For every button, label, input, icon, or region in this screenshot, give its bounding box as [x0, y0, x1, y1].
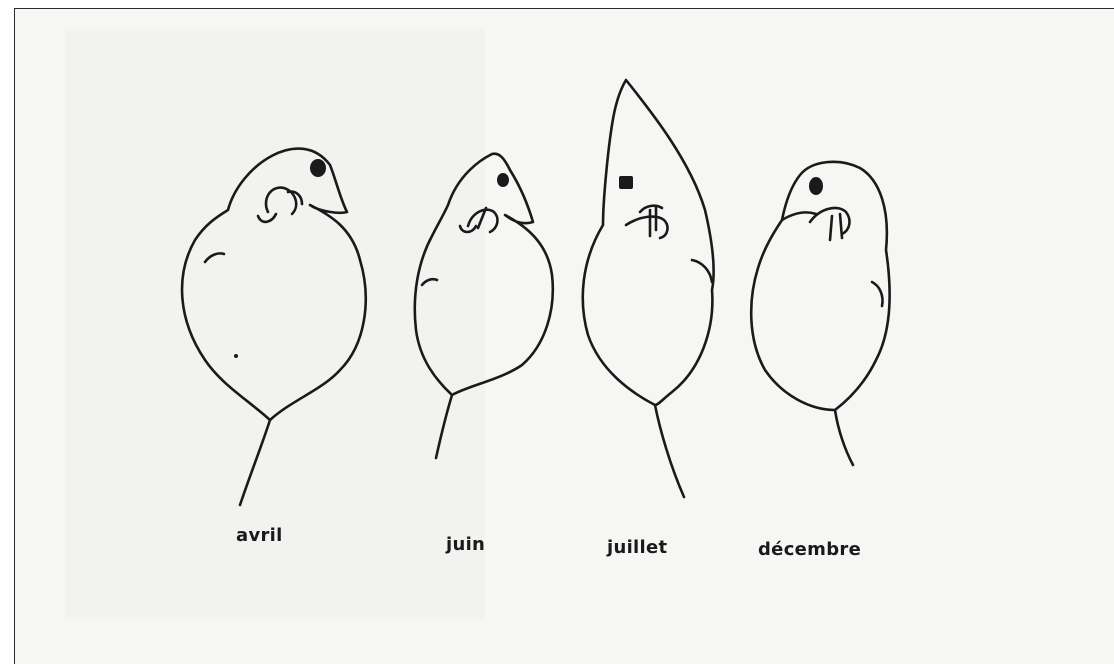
label-juin: juin [446, 534, 485, 555]
label-avril: avril [236, 525, 283, 546]
daphnia-december-drawing [751, 162, 889, 465]
daphnia-april-drawing [182, 149, 366, 505]
daphnia-june-drawing [415, 154, 553, 458]
label-juillet: juillet [607, 537, 667, 558]
daphnia-july-drawing [583, 80, 714, 497]
label-decembre: décembre [758, 539, 861, 560]
